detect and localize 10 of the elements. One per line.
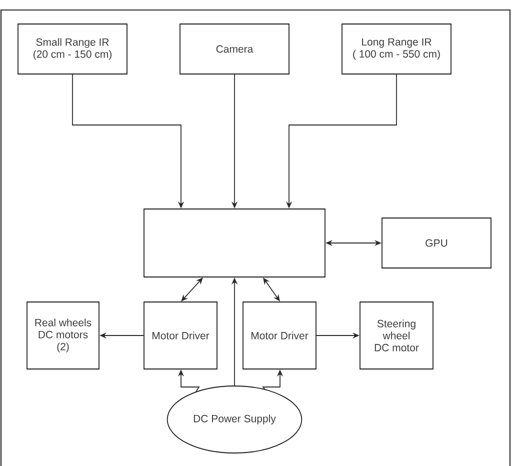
component-box: Motor Driver <box>144 302 218 370</box>
component-box <box>144 208 326 278</box>
component-box: Camera <box>180 24 290 74</box>
component-box: Steering wheel DC motor <box>360 302 434 370</box>
ellipse-node: DC Power Supply <box>166 386 302 454</box>
component-box: Motor Driver <box>242 302 316 370</box>
component-box: Real wheels DC motors (2) <box>26 302 100 370</box>
component-box: Long Range IR ( 100 cm - 550 cm) <box>342 24 452 74</box>
component-box: Small Range IR (20 cm - 150 cm) <box>18 24 128 74</box>
component-box: GPU <box>382 218 492 268</box>
